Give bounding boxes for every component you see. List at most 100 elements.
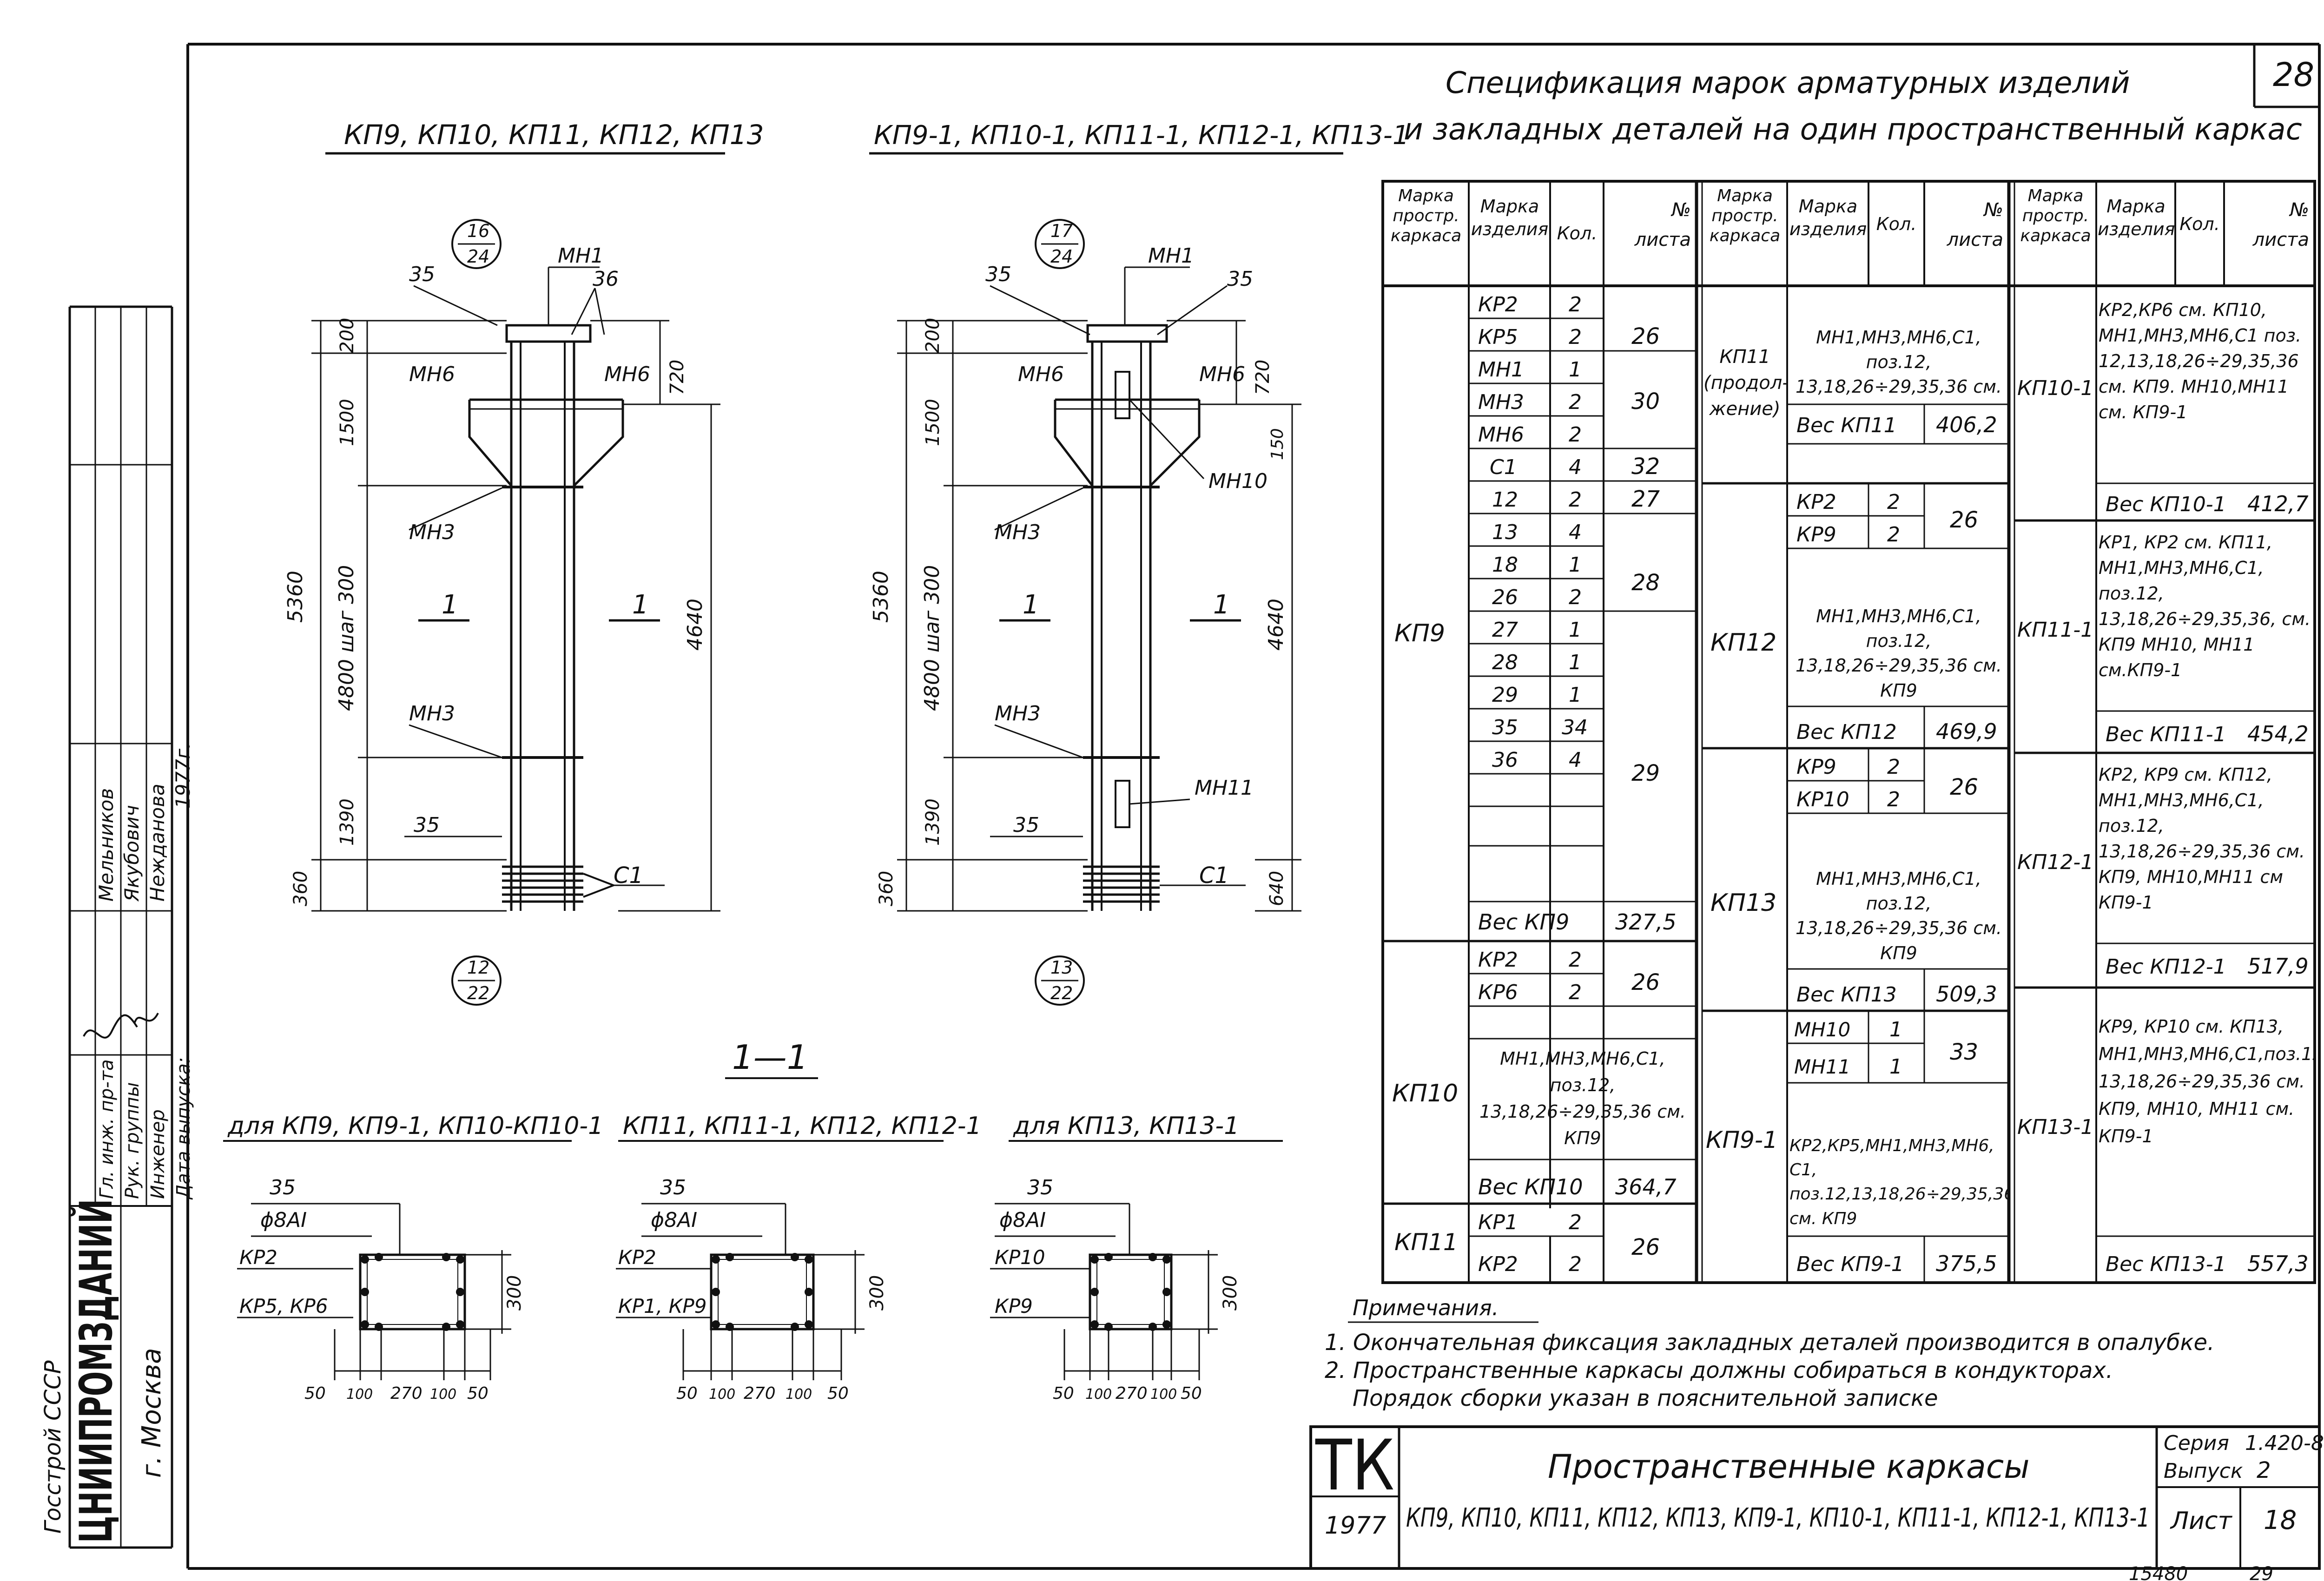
kp9-sheet-32: 32	[1631, 454, 1660, 480]
side-role-3: Инженер	[147, 1109, 169, 1199]
kp9-r8-qty: 1	[1569, 553, 1582, 577]
left-label-c1: С1	[614, 863, 643, 889]
section-a-caption: для КП9, КП9-1, КП10-КП10-1	[227, 1112, 603, 1140]
sheet-value: 18	[2264, 1505, 2297, 1535]
kp9-1-weight-label: Вес КП9-1	[1796, 1252, 1904, 1276]
left-dim-200: 200	[337, 318, 358, 353]
header-qty-1: Кол.	[1557, 223, 1598, 244]
kp10-weight: 364,7	[1615, 1174, 1677, 1199]
section-b-d4: 100	[786, 1386, 812, 1403]
kp9-r14-item: 36	[1492, 748, 1518, 772]
kp13-sheet: 26	[1950, 774, 1978, 800]
kp9-r1-qty: 2	[1569, 325, 1582, 349]
kp13-r1-qty: 2	[1887, 788, 1900, 811]
note-3: Порядок сборки указан в пояснительной за…	[1353, 1385, 1938, 1411]
right-dim-360: 360	[876, 871, 897, 906]
table-headers: Марка простр. каркаса Марка изделия Кол.…	[1391, 186, 2309, 250]
section-b-bottom: КР1, КР9	[618, 1295, 706, 1318]
kp10-r0-item: КР2	[1478, 948, 1518, 972]
left-dim-720: 720	[667, 360, 688, 395]
section-a-d3: 270	[390, 1384, 423, 1403]
side-role-2: Рук. группы	[122, 1082, 143, 1199]
section-c-bottom: КР9	[995, 1295, 1033, 1318]
kp11-cont-block: КП11 (продол- жение) МН1,МН3,МН6,С1, поз…	[1703, 327, 2002, 437]
right-dim-200: 200	[922, 318, 944, 353]
kp12-r1-item: КР9	[1796, 523, 1836, 547]
kp13-note: МН1,МН3,МН6,С1, поз.12, 13,18,26÷29,35,3…	[1796, 869, 2002, 963]
right-label-mn6-a: МН6	[1018, 362, 1064, 386]
section-b-d3: 270	[744, 1384, 776, 1403]
right-dim-1390: 1390	[922, 798, 944, 846]
kp9-1-note: КР2,КР5,МН1,МН3,МН6, С1, поз.12,13,18,26…	[1789, 1136, 2008, 1228]
kp12-r0-qty: 2	[1887, 490, 1900, 514]
header-sheet-3: № листа	[2252, 199, 2309, 250]
section-c-d2: 100	[1085, 1386, 1112, 1403]
section-a-d4: 100	[430, 1386, 456, 1403]
kp12-1-weight-label: Вес КП12-1	[2106, 955, 2226, 979]
kp10-r0-qty: 2	[1569, 948, 1582, 972]
right-label-mn3-b: МН3	[995, 702, 1041, 725]
left-label-mn3-b: МН3	[409, 702, 455, 725]
kp13-mark: КП13	[1710, 889, 1776, 917]
kp9-block: КП9 КР2 2 КР5 2 МН1 1 МН3 2 МН6 2 С1 4 1…	[1394, 293, 1677, 935]
section-b-top: КР2	[618, 1246, 656, 1269]
header-item-1: Марка изделия	[1471, 196, 1549, 240]
side-role-1: Гл. инж. пр-та	[96, 1059, 118, 1199]
kp13-r0-qty: 2	[1887, 755, 1900, 779]
side-name-3: Нежданова	[146, 784, 169, 902]
kp11-sheet: 26	[1631, 1234, 1660, 1260]
kp11-r1-qty: 2	[1569, 1252, 1582, 1276]
section-c-35: 35	[1027, 1176, 1053, 1199]
section-a-d5: 50	[467, 1384, 489, 1403]
side-stamp	[68, 305, 173, 1549]
kp10-1-note: КР2,КР6 см. КП10, МН1,МН3,МН6,С1 поз. 12…	[2099, 300, 2302, 423]
kp10-1-block: КП10-1 КР2,КР6 см. КП10, МН1,МН3,МН6,С1 …	[2017, 300, 2309, 516]
title-sub: КП9, КП10, КП11, КП12, КП13, КП9-1, КП10…	[1406, 1503, 2150, 1533]
kp11c-mark: КП11 (продол- жение)	[1703, 346, 1786, 420]
section-a-h: 300	[504, 1275, 525, 1311]
bubble-bottom-left-den: 22	[467, 983, 489, 1003]
kp9-r6-item: 12	[1492, 488, 1518, 512]
side-name-2: Якубович	[120, 805, 143, 902]
kp9-sheet-28: 28	[1631, 570, 1660, 596]
section-b-d5: 50	[827, 1384, 849, 1403]
right-label-mn6-b: МН6	[1199, 362, 1245, 386]
note-1: 1. Окончательная фиксация закладных дета…	[1325, 1330, 2214, 1356]
kp9-weight: 327,5	[1615, 909, 1677, 935]
note-2: 2. Пространственные каркасы должны собир…	[1325, 1357, 2113, 1383]
kp10-1-mark: КП10-1	[2017, 376, 2093, 400]
left-label-35-bottom: 35	[414, 813, 440, 837]
section-b-caption: КП11, КП11-1, КП12, КП12-1	[623, 1112, 982, 1140]
right-dim-150: 150	[1268, 428, 1287, 460]
kp9-r7-item: 13	[1492, 520, 1518, 544]
kp9-r14-qty: 4	[1569, 748, 1582, 772]
section-a-bottom: КР5, КР6	[239, 1295, 328, 1318]
kp9-r3-qty: 2	[1569, 390, 1582, 414]
kp9-r12-item: 29	[1492, 683, 1518, 707]
section-c-top: КР10	[995, 1246, 1045, 1269]
kp12-r0-item: КР2	[1796, 490, 1836, 514]
kp9-1-r0-item: МН10	[1794, 1018, 1850, 1041]
stamp-number: 15480	[2129, 1563, 2188, 1581]
left-label-mn6-b: МН6	[604, 362, 650, 386]
header-frame-3: Марка простр. каркаса	[2020, 186, 2091, 246]
kp9-r13-qty: 34	[1562, 716, 1588, 739]
section-c-h: 300	[1220, 1275, 1241, 1311]
kp10-block: КП10 КР2 2 КР6 2 26 МН1,МН3,МН6,С1, поз.…	[1392, 948, 1686, 1199]
bubble-bottom-left-num: 12	[467, 957, 489, 978]
right-cut-1b: 1	[1213, 590, 1230, 620]
section-b-d1: 50	[676, 1384, 698, 1403]
kp9-r10-qty: 1	[1569, 618, 1582, 642]
section-c-caption: для КП13, КП13-1	[1013, 1112, 1239, 1140]
bubble-bottom-right-den: 22	[1050, 983, 1073, 1003]
title-logo: ТК	[1315, 1425, 1394, 1506]
right-dim-720: 720	[1252, 360, 1274, 395]
spec-table-grid	[1381, 180, 2316, 1284]
kp9-r11-item: 28	[1492, 651, 1518, 674]
kp10-sheet: 26	[1631, 969, 1660, 995]
kp9-r2-qty: 1	[1569, 358, 1582, 382]
header-qty-2: Кол.	[1876, 214, 1917, 234]
kp10-r1-item: КР6	[1478, 981, 1518, 1004]
kp10-1-weight: 412,7	[2247, 491, 2309, 516]
section-c-d3: 270	[1116, 1384, 1148, 1403]
